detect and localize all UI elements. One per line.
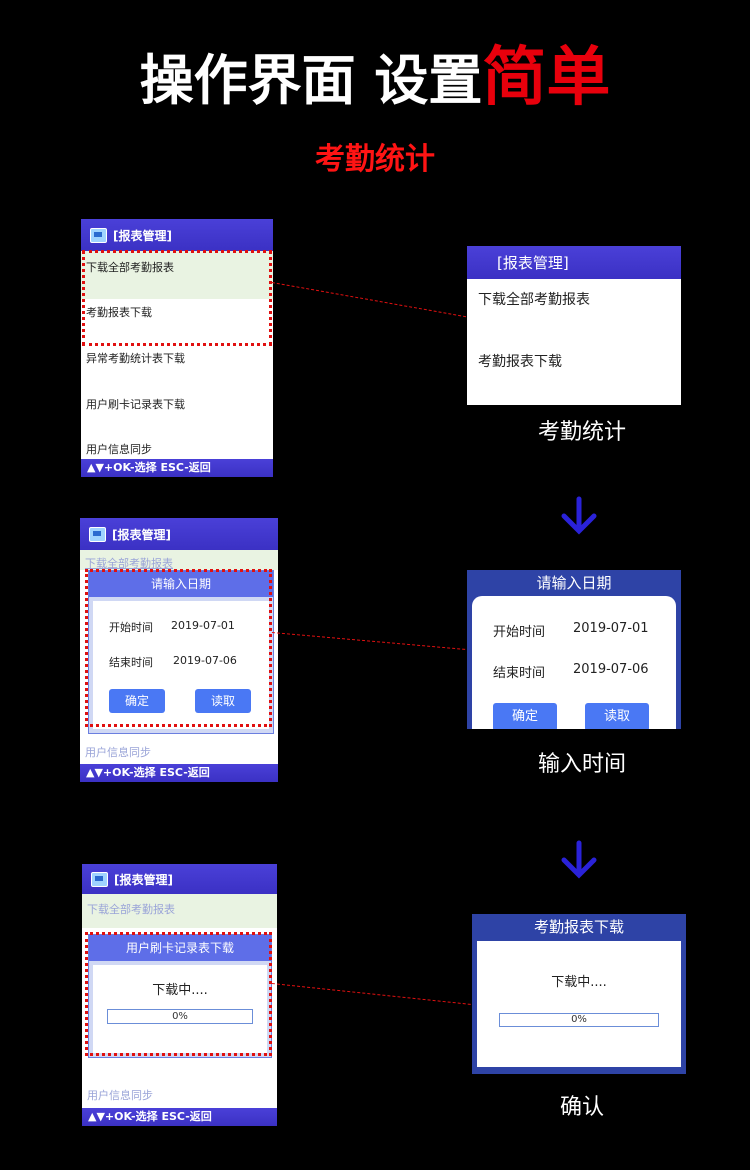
caption-attendance-stats: 考勤统计 [537,420,626,445]
zoom-dialog-title: 请输入日期 [536,574,612,592]
menu-item-abnormal-report[interactable]: 异常考勤统计表下载 [86,352,185,365]
caption-input-time: 输入时间 [537,752,626,777]
focus-marker-3 [85,932,272,1056]
zoom-download-title: 考勤报表下载 [533,918,624,936]
report-app-icon [89,526,106,542]
screen-title-bar: [报表管理] [81,219,273,251]
screen-title: [报表管理] [112,527,171,542]
subtitle: 考勤统计 [315,142,435,177]
report-app-icon [91,871,108,887]
download-dialog-body: 下载中.... 0% [93,965,267,1053]
confirm-button[interactable]: 确定 [109,689,165,713]
key-hint-footer: ▲▼+OK-选择 ESC-返回 [81,459,273,477]
date-dialog: 请输入日期 开始时间 2019-07-01 结束时间 2019-07-06 确定… [88,570,274,734]
screen-downloading: [报表管理] 下载全部考勤报表 用户信息同步 用户刷卡记录表下载 下载中....… [82,864,277,1126]
zoom-end-label: 结束时间 [493,666,546,681]
focus-marker-2 [85,569,272,727]
zoom-title: [报表管理] [497,254,569,272]
zoom-start-value[interactable]: 2019-07-01 [573,621,649,636]
key-hint-footer: ▲▼+OK-选择 ESC-返回 [82,1108,277,1126]
bg-item-user-sync: 用户信息同步 [87,1089,153,1102]
focus-marker-1 [82,250,272,346]
selected-highlight [80,550,278,570]
download-dialog-title: 用户刷卡记录表下载 [89,935,271,961]
zoom-title-bar: [报表管理] [467,246,681,279]
read-button[interactable]: 读取 [195,689,251,713]
screen-title: [报表管理] [114,872,173,887]
zoom-download-dialog: 考勤报表下载 下载中.... 0% [472,914,686,1074]
zoom-progress-bar: 0% [499,1013,659,1027]
report-app-icon [90,227,107,243]
zoom-date-dialog: 请输入日期 开始时间 2019-07-01 结束时间 2019-07-06 确定… [467,570,681,729]
screen-title-bar: [报表管理] [82,864,277,894]
zoom-dialog-body: 开始时间 2019-07-01 结束时间 2019-07-06 确定 读取 [472,596,676,729]
download-status: 下载中.... [152,983,208,998]
menu-item-card-record[interactable]: 用户刷卡记录表下载 [86,398,185,411]
connector-line-3 [271,983,486,1007]
zoom-download-body: 下载中.... 0% [477,941,681,1067]
screen-title: [报表管理] [113,228,172,243]
arrow-down-icon [561,840,597,879]
download-dialog: 用户刷卡记录表下载 下载中.... 0% [88,934,272,1058]
screen-title-bar: [报表管理] [80,518,278,550]
start-time-value[interactable]: 2019-07-01 [171,619,235,632]
headline-white: 操作界面 设置 [139,49,483,112]
zoom-start-label: 开始时间 [493,625,546,640]
bg-item-download-all: 下载全部考勤报表 [87,903,175,916]
key-hint-footer: ▲▼+OK-选择 ESC-返回 [80,764,278,782]
headline: 操作界面 设置简单 [0,26,750,118]
start-time-label: 开始时间 [109,621,153,634]
connector-line-1 [271,282,476,319]
menu-item-download-all[interactable]: 下载全部考勤报表 [86,261,174,274]
connector-line-2 [271,632,481,652]
arrow-down-icon [561,496,597,535]
selected-highlight [81,251,273,299]
headline-red: 简单 [482,41,611,115]
zoom-report-menu: [报表管理] 下载全部考勤报表 考勤报表下载 [467,246,681,405]
progress-bar: 0% [107,1009,253,1024]
zoom-download-status: 下载中.... [551,975,607,990]
zoom-item-download-all[interactable]: 下载全部考勤报表 [478,292,590,308]
date-dialog-title: 请输入日期 [89,571,273,597]
selected-highlight [82,894,277,928]
bg-item-download-all: 下载全部考勤报表 [85,557,173,570]
zoom-end-value[interactable]: 2019-07-06 [573,662,649,677]
zoom-read-button[interactable]: 读取 [585,703,649,729]
screen-report-menu: [报表管理] 下载全部考勤报表 考勤报表下载 异常考勤统计表下载 用户刷卡记录表… [81,219,273,477]
screen-date-input: [报表管理] 下载全部考勤报表 用户信息同步 请输入日期 开始时间 2019-0… [80,518,278,782]
zoom-item-attendance-report[interactable]: 考勤报表下载 [478,354,562,370]
bg-item-user-sync: 用户信息同步 [85,746,151,759]
date-dialog-body: 开始时间 2019-07-01 结束时间 2019-07-06 确定 读取 [93,601,269,729]
end-time-label: 结束时间 [109,656,153,669]
caption-confirm: 确认 [559,1095,604,1120]
menu-item-attendance-report[interactable]: 考勤报表下载 [86,306,152,319]
end-time-value[interactable]: 2019-07-06 [173,654,237,667]
zoom-confirm-button[interactable]: 确定 [493,703,557,729]
menu-item-user-sync[interactable]: 用户信息同步 [86,443,152,456]
